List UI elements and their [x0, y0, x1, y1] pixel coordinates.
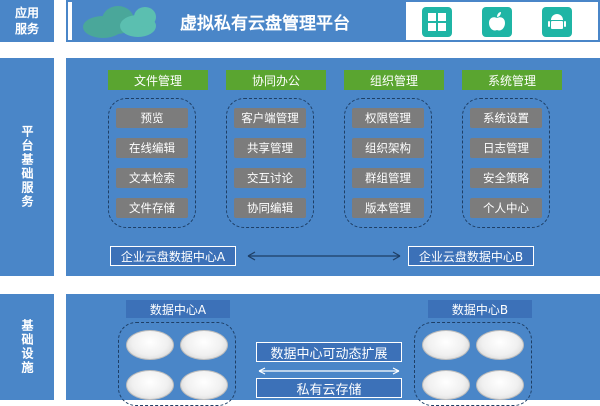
- cloud-icon: [83, 6, 156, 38]
- apple-icon: [482, 7, 512, 37]
- feature-item: 组织架构: [352, 138, 424, 158]
- feature-item: 共享管理: [234, 138, 306, 158]
- section-infra-label: 基础设施: [0, 294, 54, 400]
- feature-item: 协同编辑: [234, 198, 306, 218]
- category-group: [108, 98, 196, 228]
- app-panel: 虚拟私有云盘管理平台: [66, 0, 600, 42]
- feature-item: 日志管理: [470, 138, 542, 158]
- feature-item: 客户端管理: [234, 108, 306, 128]
- feature-item: 文本检索: [116, 168, 188, 188]
- feature-item: 文件存储: [116, 198, 188, 218]
- dc-b-title: 数据中心B: [428, 300, 532, 318]
- section-app-label: 应用服务: [0, 0, 54, 42]
- datacenter-a-badge: 企业云盘数据中心A: [110, 246, 236, 266]
- storage-node-icon: [422, 330, 470, 360]
- storage-node-icon: [126, 370, 174, 400]
- app-panel-left-bar: [72, 2, 180, 40]
- bidirectional-arrow-icon: [247, 251, 401, 261]
- storage-node-icon: [476, 370, 524, 400]
- feature-item: 安全策略: [470, 168, 542, 188]
- android-icon: [542, 7, 572, 37]
- storage-node-icon: [180, 370, 228, 400]
- category-header: 系统管理: [462, 70, 562, 90]
- app-panel-title-bar: 虚拟私有云盘管理平台: [180, 2, 406, 40]
- feature-item: 版本管理: [352, 198, 424, 218]
- section-platform-text: 平台基础服务: [20, 125, 34, 209]
- feature-item: 在线编辑: [116, 138, 188, 158]
- infra-panel: 数据中心A 数据中心可动态扩展 私有云存储 数据中心B: [66, 294, 600, 406]
- category-header: 文件管理: [108, 70, 208, 90]
- platform-panel: 文件管理预览在线编辑文本检索文件存储 协同办公客户端管理共享管理交互讨论协同编辑 组…: [66, 58, 600, 276]
- storage-node-icon: [476, 330, 524, 360]
- feature-item: 群组管理: [352, 168, 424, 188]
- storage-node-icon: [126, 330, 174, 360]
- dc-a-title: 数据中心A: [126, 300, 230, 318]
- section-app-text: 应用服务: [14, 6, 39, 36]
- category-header: 组织管理: [344, 70, 444, 90]
- storage-node-icon: [180, 330, 228, 360]
- windows-icon: [422, 7, 452, 37]
- feature-item: 权限管理: [352, 108, 424, 128]
- category-group: [226, 98, 314, 228]
- category-group: [462, 98, 550, 228]
- feature-item: 系统设置: [470, 108, 542, 128]
- storage-label: 私有云存储: [256, 378, 402, 398]
- datacenter-b-badge: 企业云盘数据中心B: [408, 246, 534, 266]
- feature-item: 预览: [116, 108, 188, 128]
- feature-item: 个人中心: [470, 198, 542, 218]
- category-header: 协同办公: [226, 70, 326, 90]
- section-infra-text: 基础设施: [20, 319, 34, 375]
- bidirectional-arrow-icon: [258, 367, 400, 375]
- scale-label: 数据中心可动态扩展: [256, 342, 402, 362]
- storage-node-icon: [422, 370, 470, 400]
- feature-item: 交互讨论: [234, 168, 306, 188]
- category-group: [344, 98, 432, 228]
- page-title: 虚拟私有云盘管理平台: [180, 13, 350, 34]
- section-platform-label: 平台基础服务: [0, 58, 54, 276]
